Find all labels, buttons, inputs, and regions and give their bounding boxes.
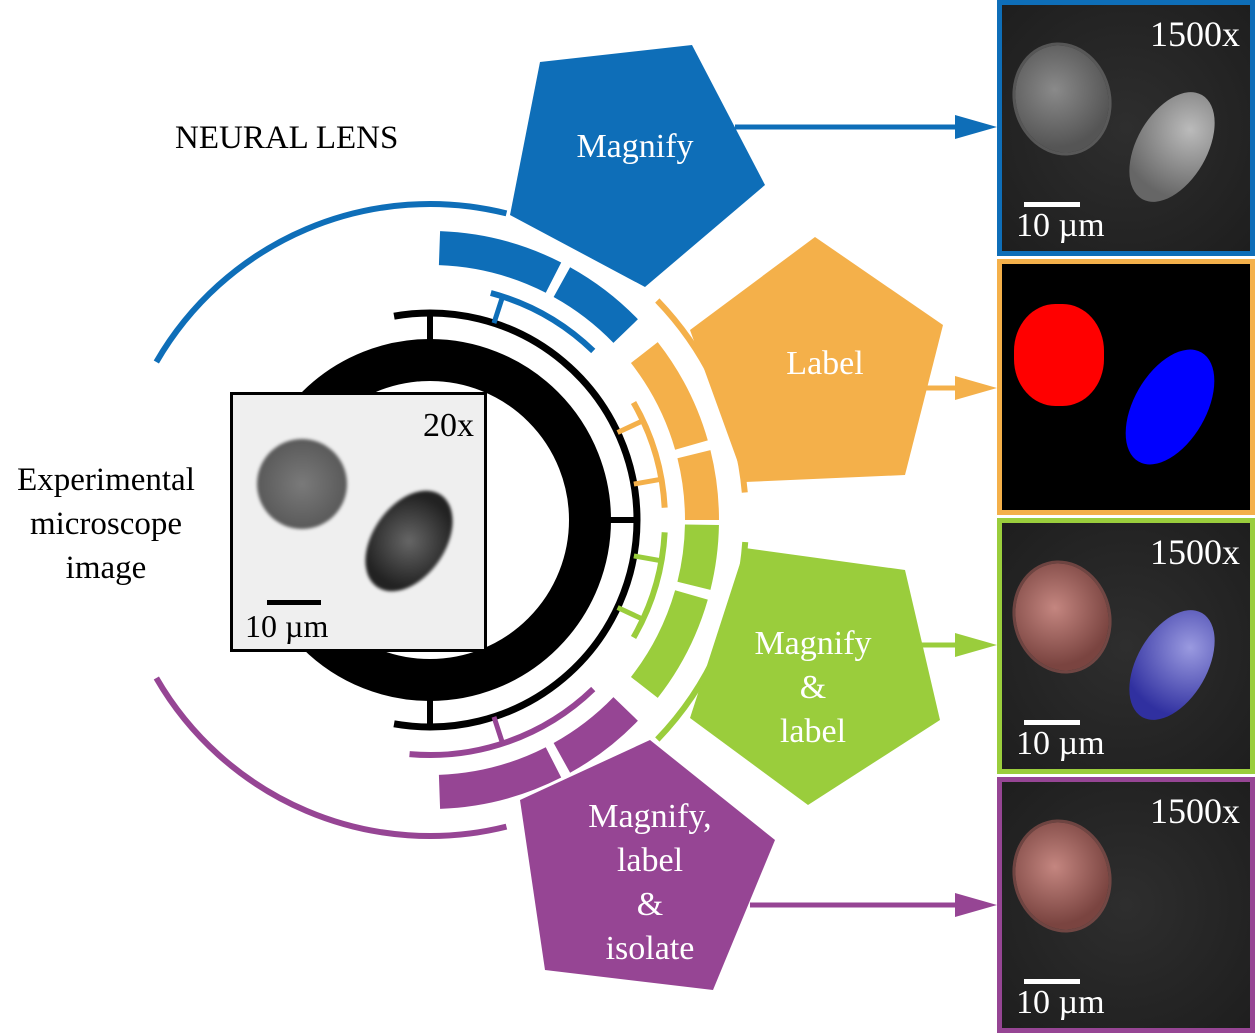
blue-segment-mask xyxy=(1107,334,1233,480)
op-line: Magnify xyxy=(576,128,694,165)
input-label: Experimental microscope image xyxy=(0,458,212,590)
thin-arc xyxy=(630,532,668,639)
input-scale-label: 10 µm xyxy=(245,608,329,644)
output-magnification: 1500x xyxy=(1150,532,1240,572)
input-microscope-image: 20x 10 µm xyxy=(230,392,487,652)
outer-arc xyxy=(153,201,508,364)
magnify-label-isolate-text: Magnify, label & isolate xyxy=(570,795,730,971)
pollen-grain-round xyxy=(257,439,347,529)
thick-band xyxy=(438,747,562,809)
pollen-grain-oval xyxy=(347,474,471,608)
thick-band xyxy=(438,231,562,293)
output-magnify-label-panel: 1500x 10 µm xyxy=(997,518,1255,774)
op-line: label xyxy=(616,842,684,879)
op-line: Magnify, xyxy=(588,798,712,835)
scale-bar xyxy=(1024,720,1080,725)
radial-tick xyxy=(491,295,505,324)
radial-tick xyxy=(616,605,645,622)
thin-arc xyxy=(409,686,596,758)
input-label-line: Experimental xyxy=(17,462,195,498)
pollen-grain-round-red xyxy=(1003,552,1121,682)
magnify-label-pentagon xyxy=(690,548,940,805)
pollen-grain-round-red xyxy=(1003,811,1121,941)
magnify-pentagon xyxy=(510,45,765,287)
input-label-line: microscope xyxy=(29,506,183,542)
pollen-grain-round xyxy=(1003,34,1121,164)
label-pentagon xyxy=(690,237,943,482)
output-label-panel xyxy=(997,259,1255,515)
input-label-line: image xyxy=(65,550,147,586)
outer-arc xyxy=(153,676,508,839)
op-line: Magnify xyxy=(754,625,872,662)
arrow-head-icon xyxy=(955,633,997,657)
scale-bar xyxy=(267,600,321,605)
magnify-label-text: Magnify xyxy=(555,125,715,169)
thin-arc xyxy=(630,401,668,508)
thick-band xyxy=(677,524,719,590)
output-magnification: 1500x xyxy=(1150,791,1240,831)
arrow-head-icon xyxy=(955,893,997,917)
radial-tick xyxy=(616,418,645,435)
output-scale-label: 10 µm xyxy=(1016,984,1105,1021)
pollen-grain-oval-blue xyxy=(1111,595,1233,735)
op-line: Label xyxy=(786,345,864,382)
radial-tick xyxy=(633,553,662,564)
output-scale-label: 10 µm xyxy=(1016,725,1105,762)
op-line: & xyxy=(799,669,827,706)
radial-tick xyxy=(633,476,662,487)
magnify-label-isolate-pentagon xyxy=(520,740,775,990)
arrow-head-icon xyxy=(955,115,997,139)
input-magnification: 20x xyxy=(423,407,474,444)
thick-band xyxy=(677,450,719,521)
output-magnification: 1500x xyxy=(1150,14,1240,54)
op-line: label xyxy=(779,713,847,750)
pollen-grain-oval xyxy=(1111,77,1233,217)
magnify-and-label-text: Magnify & label xyxy=(733,622,893,754)
output-magnify-panel: 1500x 10 µm xyxy=(997,0,1255,256)
arrow-head-icon xyxy=(955,376,997,400)
diagram-title: NEURAL LENS xyxy=(175,120,399,156)
thick-band xyxy=(553,267,638,344)
scale-bar xyxy=(1024,979,1080,984)
red-segment-mask xyxy=(1014,304,1104,406)
thick-band xyxy=(630,342,708,451)
thick-band xyxy=(553,696,638,773)
thick-band xyxy=(630,589,708,698)
label-label-text: Label xyxy=(745,342,905,386)
op-line: & xyxy=(636,886,664,923)
scale-bar xyxy=(1024,202,1080,207)
op-line: isolate xyxy=(605,930,695,967)
output-isolate-panel: 1500x 10 µm xyxy=(997,777,1255,1033)
radial-tick xyxy=(491,716,505,745)
output-scale-label: 10 µm xyxy=(1016,207,1105,244)
